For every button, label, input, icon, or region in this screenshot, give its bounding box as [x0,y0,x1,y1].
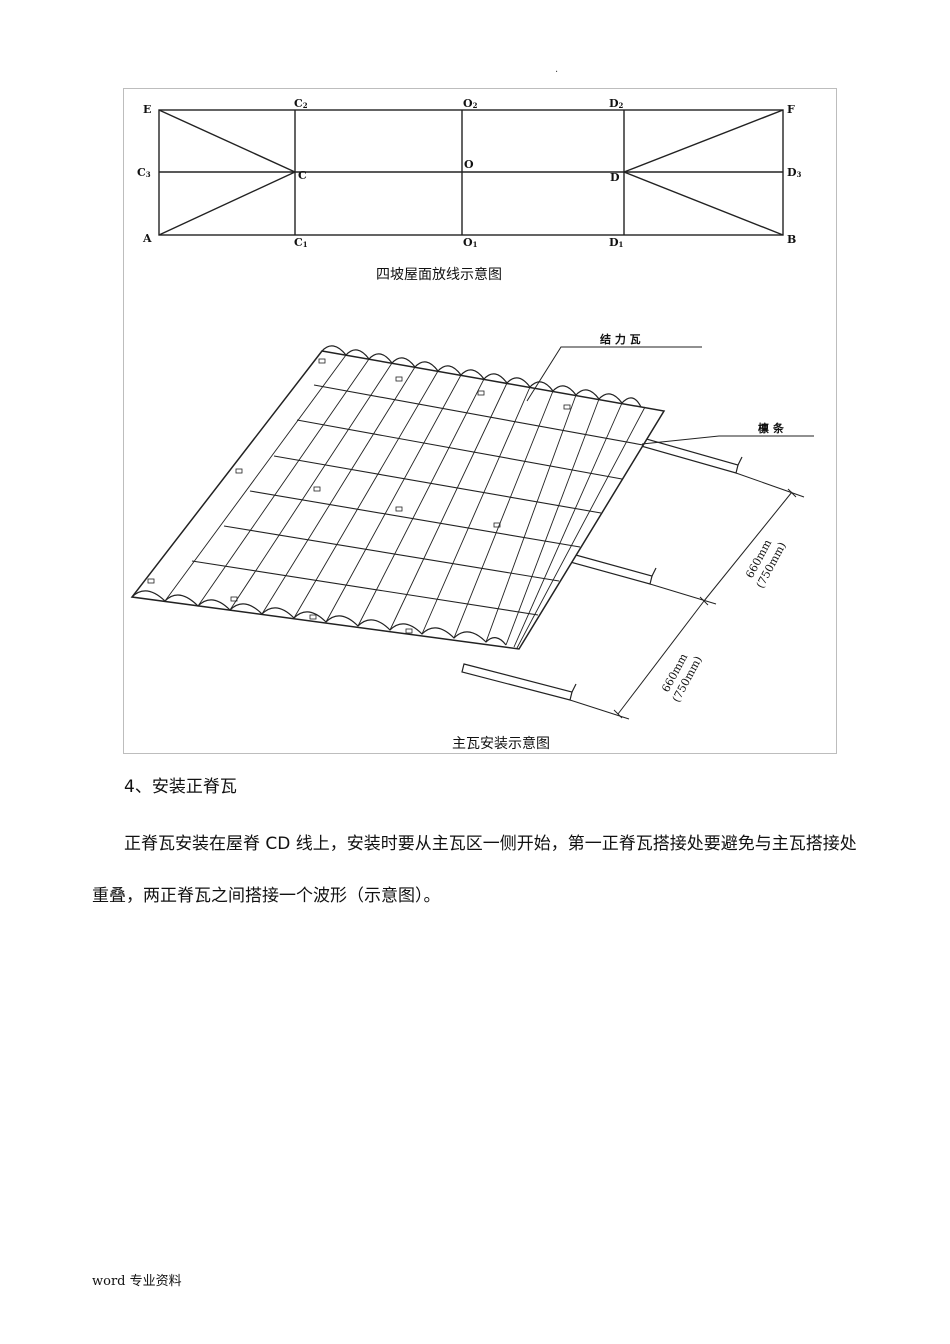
point-a-label: A [142,232,152,245]
section-paragraph: 正脊瓦安装在屋脊 CD 线上，安装时要从主瓦区一侧开始，第一正脊瓦搭接处要避免与… [92,834,857,906]
header-mark: . [555,64,559,75]
dimension-lines [569,472,805,720]
point-o-label: O [464,158,474,171]
point-c2-label: C2 [294,97,308,110]
purlin-label: 檩 条 [758,421,785,435]
point-d2-label: D2 [609,97,624,110]
tile-label: 结 力 瓦 [599,332,641,346]
tile-top-edge [321,345,642,408]
point-o2-label: O2 [463,97,478,110]
point-e-label: E [143,103,151,116]
tile-caption: 主瓦安装示意图 [452,736,550,752]
point-b-label: B [787,233,796,246]
section-heading: 4、安装正脊瓦 [124,777,237,797]
page-footer: word 专业资料 [92,1274,182,1289]
leader-lines [526,346,814,445]
dimension-lower: 660mm (750mm) [659,651,705,705]
figure-box: E F A B C O D C2 O2 D2 C3 D3 C1 O1 D1 [123,88,837,754]
roof-plan-diagram [158,109,784,236]
point-d1-label: D1 [609,236,624,249]
tile-bottom-edge [131,590,507,646]
figure-drawing: E F A B C O D C2 O2 D2 C3 D3 C1 O1 D1 [130,97,814,720]
tile-courses [191,384,644,616]
point-o1-label: O1 [463,236,478,249]
point-c-label: C [298,169,307,182]
point-f-label: F [787,103,795,116]
dimension-upper: 660mm (750mm) [743,537,789,591]
point-c1-label: C1 [294,236,308,249]
tile-waves [164,354,646,649]
point-d-label: D [610,171,620,184]
plan-caption: 四坡屋面放线示意图 [376,267,502,283]
tile-installation-drawing [130,345,814,720]
point-c3-label: C3 [137,166,151,179]
roof-outline [130,350,666,650]
point-d3-label: D3 [787,166,802,179]
nail-marks [147,358,571,634]
